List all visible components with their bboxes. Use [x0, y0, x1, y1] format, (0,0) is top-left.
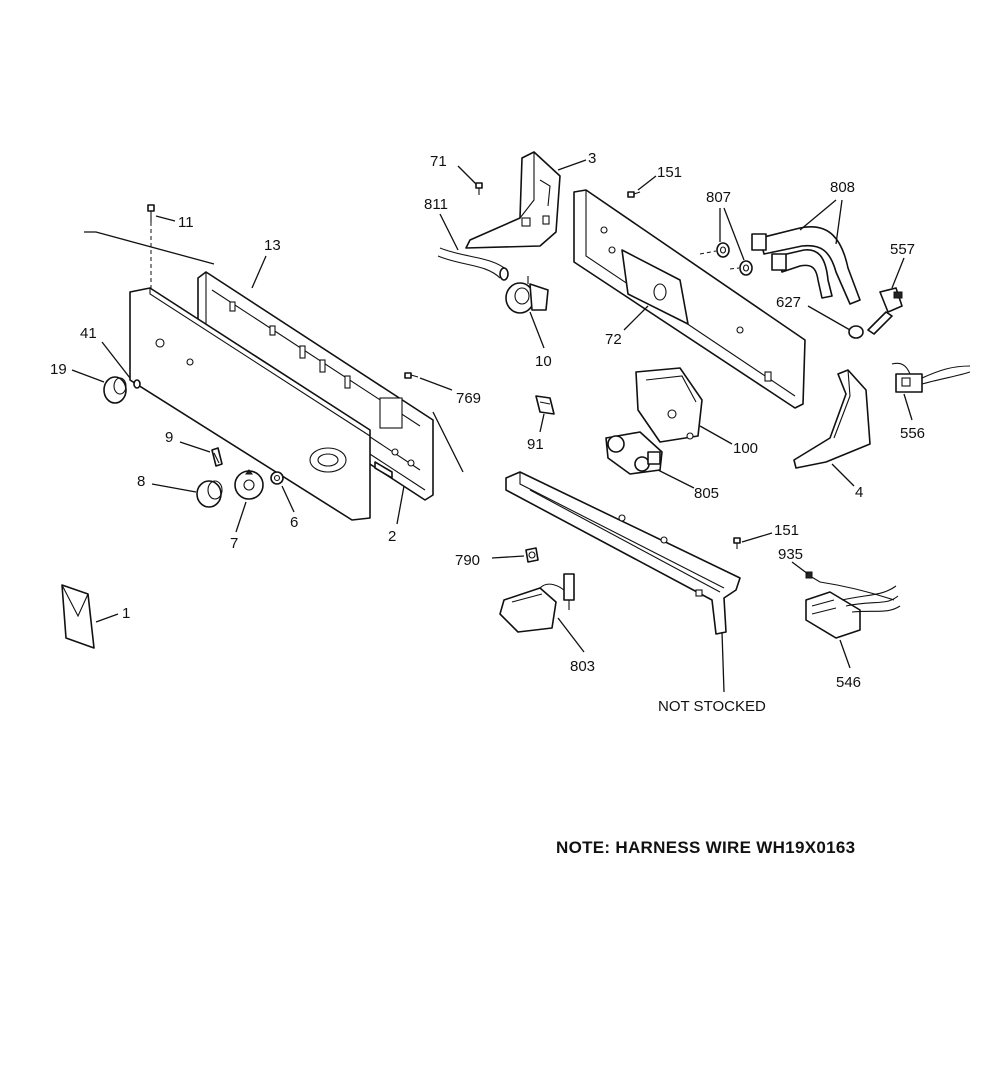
label-811: 811	[424, 196, 448, 213]
part-811-hose	[437, 247, 509, 281]
part-557-part	[867, 287, 903, 335]
label-557: 557	[890, 241, 915, 258]
part-41-clip	[133, 379, 141, 389]
part-91-clip	[535, 395, 555, 415]
part-151b-screw	[733, 537, 741, 549]
part-6-bushing	[270, 471, 284, 485]
part-2-control-panel	[129, 287, 393, 521]
part-935-wire	[805, 571, 895, 601]
part-151a-screw	[627, 191, 641, 198]
part-556-switch	[891, 362, 971, 393]
label-72: 72	[605, 331, 622, 348]
part-769-screw	[404, 372, 419, 379]
not-stocked-label: NOT STOCKED	[658, 698, 766, 715]
label-1: 1	[122, 605, 130, 622]
part-19-knob	[103, 376, 127, 404]
label-151a: 151	[657, 164, 682, 181]
label-10: 10	[535, 353, 552, 370]
part-808-fill-hoses	[751, 226, 861, 305]
part-10-pressure-switch	[505, 276, 549, 314]
label-2: 2	[388, 528, 396, 545]
part-805-water-valve	[605, 431, 663, 475]
label-4: 4	[855, 484, 863, 501]
label-151b: 151	[774, 522, 799, 539]
label-805: 805	[694, 485, 719, 502]
label-13: 13	[264, 237, 281, 254]
label-808: 808	[830, 179, 855, 196]
part-100-timer	[635, 367, 703, 443]
part-790-clamp	[525, 547, 539, 563]
part-4-bracket	[793, 369, 871, 469]
label-546: 546	[836, 674, 861, 691]
part-3-bracket	[465, 151, 561, 249]
not-stocked-rail	[505, 471, 741, 635]
label-556: 556	[900, 425, 925, 442]
part-1-literature	[61, 584, 95, 649]
part-9-clip	[211, 447, 223, 467]
part-627-grommet	[848, 325, 864, 339]
part-71-screw	[475, 182, 483, 195]
label-6: 6	[290, 514, 298, 531]
label-803: 803	[570, 658, 595, 675]
part-807-washers	[699, 242, 753, 276]
label-41: 41	[80, 325, 97, 342]
part-546-harness	[805, 585, 901, 639]
label-91: 91	[527, 436, 544, 453]
label-790: 790	[455, 552, 480, 569]
label-7: 7	[230, 535, 238, 552]
label-11: 11	[178, 214, 194, 231]
part-labels: 1 2 3 4 6 7 8 9 10 11 13 19 41 71 72 91 …	[50, 150, 925, 715]
label-3: 3	[588, 150, 596, 167]
part-7-dial	[234, 469, 264, 500]
label-935: 935	[778, 546, 803, 563]
label-71: 71	[430, 153, 447, 170]
harness-note: NOTE: HARNESS WIRE WH19X0163	[556, 838, 855, 857]
label-19: 19	[50, 361, 67, 378]
label-8: 8	[137, 473, 145, 490]
label-807: 807	[706, 189, 731, 206]
part-72-back-panel	[573, 189, 806, 409]
label-769: 769	[456, 390, 481, 407]
label-9: 9	[165, 429, 173, 446]
label-627: 627	[776, 294, 801, 311]
part-11-screw	[147, 204, 155, 292]
leader-lines	[71, 159, 913, 693]
part-8-knob	[196, 480, 223, 508]
part-803-pump	[499, 573, 575, 633]
label-100: 100	[733, 440, 758, 457]
